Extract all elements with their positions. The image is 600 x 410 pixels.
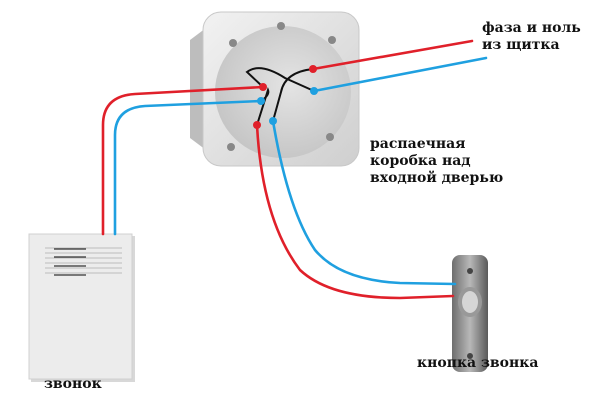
button-label: кнопка звонка: [417, 355, 539, 371]
neutral-wire-supply: [312, 56, 488, 93]
doorbell-button: [452, 255, 488, 372]
phase-wire-button: [255, 123, 455, 300]
supply-label: фаза и ноль из щитка: [482, 20, 581, 53]
bell-unit: [28, 233, 135, 382]
neutral-wire-button: [271, 119, 457, 286]
bell-label: звонок: [44, 376, 102, 392]
jumper-wire-2: [245, 67, 315, 92]
connection-points: [253, 65, 318, 129]
phase-wire-supply: [311, 39, 474, 71]
wires: [101, 39, 488, 300]
jumper-wire-1: [272, 68, 314, 122]
phase-wire-bell: [101, 85, 265, 236]
junction-box-label: распаечная коробка над входной дверью: [370, 136, 504, 186]
neutral-wire-bell: [113, 99, 263, 236]
